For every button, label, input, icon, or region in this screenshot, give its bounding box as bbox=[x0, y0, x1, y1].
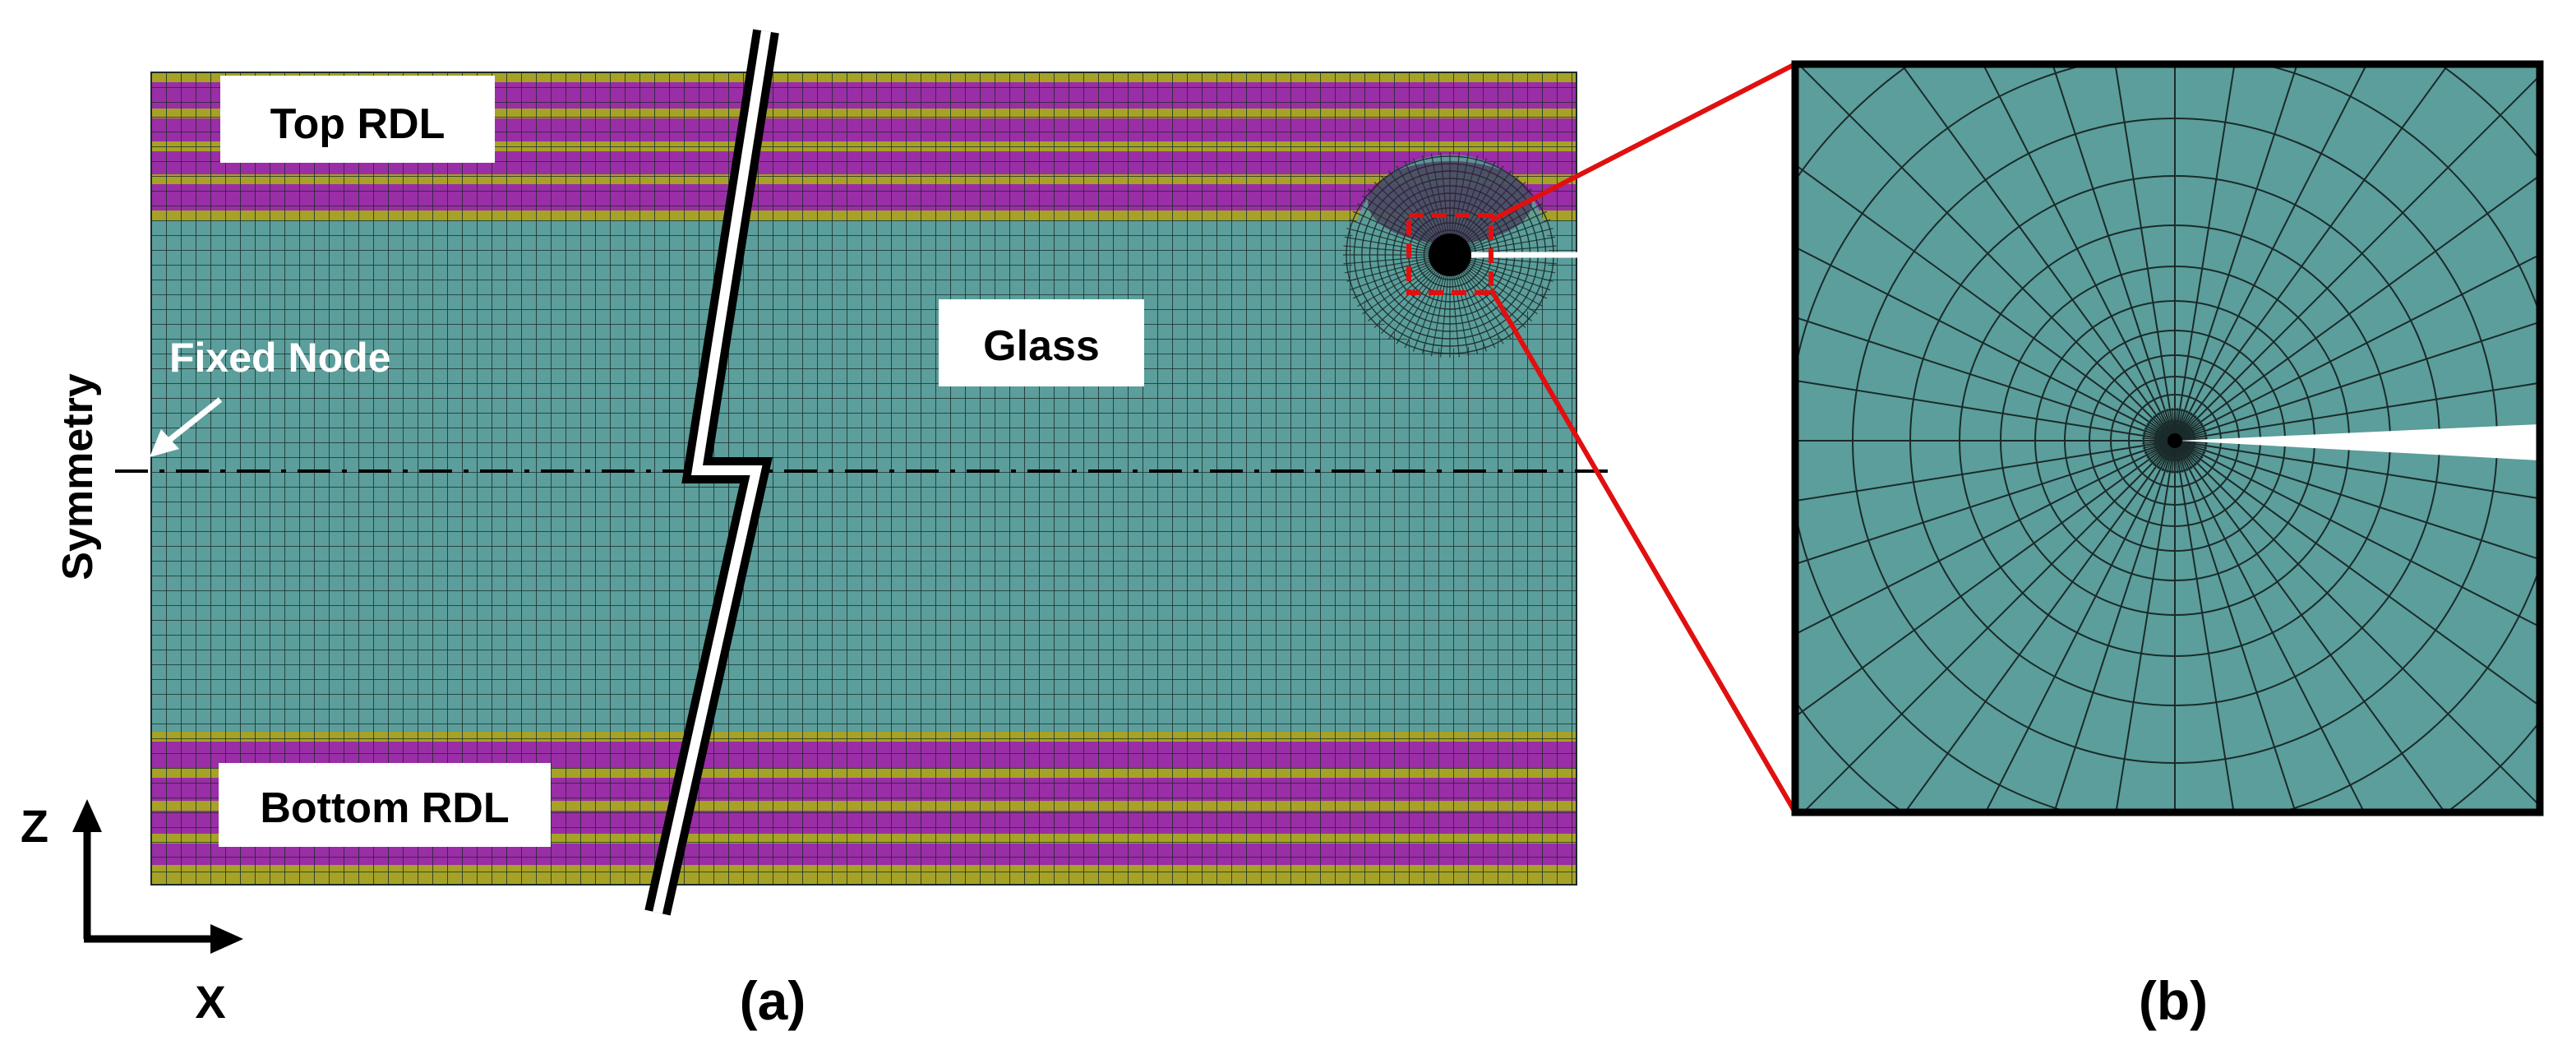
crack-b bbox=[2178, 424, 2540, 460]
zoom-line-bottom bbox=[1489, 288, 1798, 814]
model-outline bbox=[150, 72, 1577, 886]
panel-b-zoom bbox=[1791, 60, 2544, 816]
fixed-node-label: Fixed Node bbox=[169, 335, 390, 381]
zoom-line-top bbox=[1489, 62, 1797, 223]
symmetry-label: Symmetry bbox=[54, 373, 102, 580]
top-rdl-label-box: Top RDL bbox=[220, 76, 495, 163]
panel-a-mesh: Top RDL Glass Bottom RDL Fixed Node bbox=[115, 29, 1618, 916]
panel-a-label: (a) bbox=[740, 970, 806, 1031]
glass-label: Glass bbox=[983, 322, 1100, 370]
crack-tip-b bbox=[2167, 433, 2182, 448]
bottom-rdl-label: Bottom RDL bbox=[260, 784, 509, 832]
glass-mesh-grid bbox=[151, 72, 1577, 885]
axis-z-label: Z bbox=[21, 800, 48, 852]
axis-x-label: X bbox=[195, 976, 225, 1028]
glass-label-box: Glass bbox=[939, 299, 1144, 386]
zoom-box bbox=[1406, 213, 1493, 295]
fixed-node-arrow bbox=[150, 397, 223, 457]
bottom-rdl-label-box: Bottom RDL bbox=[219, 763, 551, 847]
zoom-frame bbox=[1791, 60, 2544, 816]
panel-b-label: (b) bbox=[2139, 970, 2208, 1031]
coordinate-axes: Z X bbox=[21, 799, 243, 1028]
crack-tip-a bbox=[1429, 234, 1471, 276]
top-rdl-label: Top RDL bbox=[270, 100, 445, 148]
break-mark-inner bbox=[653, 30, 771, 914]
